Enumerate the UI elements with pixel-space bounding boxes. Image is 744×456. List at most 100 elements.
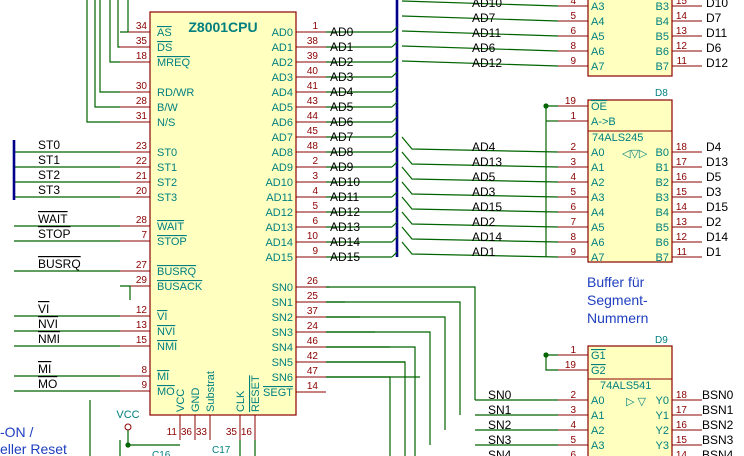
ad-net-label: AD2 [330,55,354,69]
cpu-pin-number: 22 [136,156,148,167]
cpu-pin-label: RD/WR [157,87,194,99]
ad-net-label: AD11 [330,190,359,204]
bus-entry [391,86,398,93]
d8-out-label: D1 [706,245,722,259]
d8-pin-label: A1 [591,162,604,174]
buffer-in-wire [401,60,559,67]
d9-out-label: BSN4 [702,448,734,456]
cpu-pin-number: 36 [181,427,193,438]
control-wire [86,0,120,123]
junction-dot [125,442,131,448]
cpu-pin-number: 3 [312,171,318,182]
cpu-pin-label: SN1 [272,297,293,309]
cpu-pin-label: ST3 [157,192,177,204]
cpu-pin-number: 25 [307,291,319,302]
cpu-pin-number: 48 [307,141,319,152]
d8-part: 74ALS245 [592,132,643,144]
c16-label: C16 [152,450,171,456]
d9-out-label: BSN2 [702,418,734,432]
d8-pin-number: 13 [676,217,688,228]
cpu-pin-number: 27 [136,260,148,271]
d8-out-label: D2 [706,215,722,229]
buffer-in-wire [401,15,559,22]
buffer-pin-label: A6 [591,46,604,58]
junction-dot [543,352,549,358]
left-net-label: VI [38,302,49,316]
cpu-pin-number: 13 [136,320,148,331]
d8-in-wire [401,151,559,168]
d9-body [587,345,673,456]
buffer-out-label: D10 [706,0,728,10]
bus-entry [391,191,398,198]
d9-pin-number: 15 [676,435,688,446]
cpu-pin-label: AS [157,27,172,39]
cpu-body [149,11,297,416]
d8-pin-label: B2 [656,177,669,189]
cpu-pin-number: 18 [136,51,148,62]
buffer-pin-label: A5 [591,31,604,43]
cpu-pin-label: AD13 [265,222,293,234]
d8-pin-number: 11 [677,247,688,258]
buffer-pin-label: A4 [591,16,604,28]
d8-out-label: D5 [706,170,722,184]
d9-pin-label: A1 [591,410,604,422]
cpu-pin-label: SN5 [272,357,293,369]
buffer-pin-number: 6 [570,26,576,37]
cpu-pin-label: AD10 [265,177,293,189]
d9-pin-label: Y0 [656,395,669,407]
control-wire [109,0,120,63]
d8-pin-number: 9 [570,247,576,258]
buffer-pin-number: 5 [570,11,576,22]
d9-pin-label: A3 [591,440,604,452]
d8-out-label: D14 [706,230,728,244]
cpu-pin-number: 4 [312,186,318,197]
d8-oe-number: 19 [565,96,577,107]
d8-in-label: AD15 [472,200,502,214]
d8-in-label: AD1 [472,245,496,259]
buffer-in-wire [401,45,559,52]
cpu-pin-number: 14 [307,381,319,392]
buffer-pin-number: 9 [570,56,576,67]
cpu-pin-label: SEGT [263,387,293,399]
buffer-pin-label: B7 [656,61,669,73]
cpu-pin-number: 29 [136,275,148,286]
cpu-pin-label: MI [157,371,169,383]
d9-pin-number: 4 [570,420,576,431]
d8-in-wire [401,166,559,183]
buffer-pin-number: 13 [676,26,688,37]
d8-pin-number: 18 [676,142,688,153]
d8-pin-number: 3 [570,157,576,168]
cpu-pin-label: MREQ [157,57,190,69]
buffer-pin-number: 15 [676,0,688,7]
ad-net-label: AD6 [330,115,354,129]
buffer-in-label: AD6 [472,41,496,55]
d9-ref: D9 [655,335,668,346]
control-wire [94,0,120,108]
bus-entry [391,131,398,138]
d8-pin-label: B4 [656,207,669,219]
d8-pin-label: A4 [591,207,604,219]
bus-entry [391,56,398,63]
d8-pin-number: 5 [570,187,576,198]
d9-pin-number: 6 [570,450,576,456]
d9-pin-label: Y3 [656,440,669,452]
left-net-label: ST2 [38,168,60,182]
cpu-pin-label: AD11 [266,192,293,204]
segment-note: Segment- [587,292,648,308]
cpu-pin-number: 30 [136,81,148,92]
ad-net-label: AD9 [330,160,354,174]
cpu-pin-label: SN6 [272,372,293,384]
buffer-out-label: D7 [706,11,722,25]
cpu-pin-label: CLK [235,390,247,412]
cpu-pin-number: 12 [136,305,148,316]
cpu-pin-number: 9 [312,246,318,257]
d8-pin-number: 17 [676,157,688,168]
d9-in-label: SN0 [488,388,512,402]
d9-g1-label: G1 [591,350,606,362]
buffer-out-label: D6 [706,41,722,55]
cpu-pin-label: DS [157,42,172,54]
cpu-pin-number: 11 [167,427,178,438]
left-net-label: NMI [38,332,60,346]
cpu-pin-number: 8 [141,365,147,376]
